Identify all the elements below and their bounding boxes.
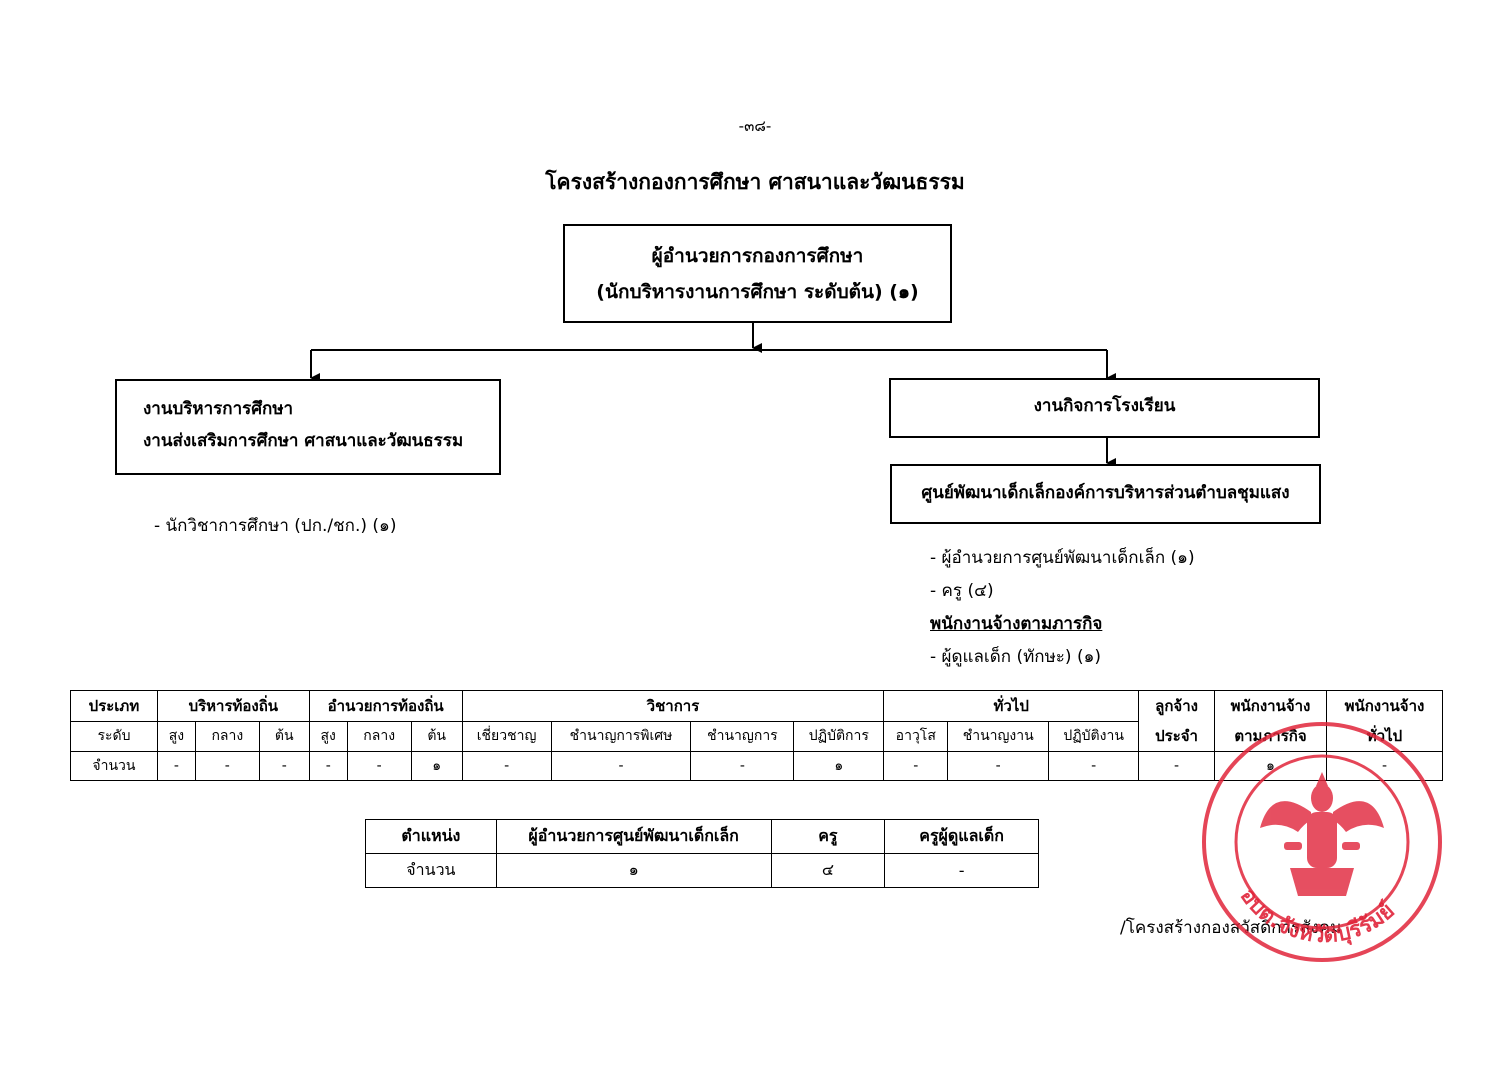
header-general-emp-line2: ทั่วไป (1366, 727, 1403, 745)
count-cell: - (1048, 751, 1140, 781)
header-academic: วิชาการ (461, 690, 885, 722)
level-cell: ต้น (258, 720, 310, 752)
director-position: (นักบริหารงานการศึกษา ระดับต้น) (๑) (596, 281, 919, 303)
right-position-item: - ผู้อำนวยการศูนย์พัฒนาเด็กเล็ก (๑) (930, 548, 1195, 568)
level-cell: เชี่ยวชาญ (461, 720, 552, 752)
count-cell: - (258, 751, 310, 781)
level-cell: ชำนาญงาน (947, 720, 1050, 752)
count-cell: - (884, 853, 1039, 888)
header-teacher: ครู (770, 819, 886, 854)
count-cell: - (461, 751, 552, 781)
count-cell: ๑ (410, 751, 463, 781)
level-cell: ต้น (410, 720, 463, 752)
header-center-director: ผู้อำนวยการศูนย์พัฒนาเด็กเล็ก (495, 819, 772, 854)
mission-staff-item: - ผู้ดูแลเด็ก (ทักษะ) (๑) (930, 647, 1102, 667)
admin-unit-line1: งานบริหารการศึกษา (143, 399, 294, 419)
count-cell: จำนวน (70, 751, 158, 781)
count-label-cell: จำนวน (365, 853, 497, 888)
left-position-item: - นักวิชาการศึกษา (ปก./ชก.) (๑) (154, 516, 397, 536)
next-page-reference: /โครงสร้างกองสวัสดิการสังคม (1120, 918, 1342, 938)
level-cell: กลาง (194, 720, 260, 752)
header-general-emp-line1: พนักงานจ้าง (1344, 697, 1425, 715)
count-cell: ๑ (793, 751, 885, 781)
header-permanent-line1: ลูกจ้าง (1155, 697, 1198, 715)
level-cell: ชำนาญการพิเศษ (550, 720, 692, 752)
level-cell: ปฏิบัติงาน (1048, 720, 1140, 752)
count-cell: - (308, 751, 348, 781)
header-position: ตำแหน่ง (365, 819, 497, 854)
official-seal-stamp: อบต.จังหวัดบุรีรัมย์ (1202, 722, 1442, 962)
level-cell: ปฏิบัติการ (793, 720, 885, 752)
header-local-director: อำนวยการท้องถิ่น (308, 690, 463, 722)
count-cell: - (550, 751, 692, 781)
level-cell: สูง (156, 720, 196, 752)
header-type: ประเภท (70, 690, 158, 722)
director-title: ผู้อำนวยการกองการศึกษา (651, 245, 864, 267)
mission-staff-heading: พนักงานจ้างตามภารกิจ (930, 614, 1103, 634)
school-affairs-box: งานกิจการโรงเรียน (889, 378, 1320, 438)
position-level-table: ประเภท บริหารท้องถิ่น อำนวยการท้องถิ่น ว… (70, 690, 1444, 781)
level-cell: สูง (308, 720, 348, 752)
count-cell: - (156, 751, 196, 781)
level-cell: ชำนาญการ (690, 720, 795, 752)
child-center-staff-table: ตำแหน่ง ผู้อำนวยการศูนย์พัฒนาเด็กเล็ก คร… (365, 819, 1039, 888)
count-cell: - (690, 751, 795, 781)
count-cell: - (346, 751, 412, 781)
header-general: ทั่วไป (883, 690, 1140, 722)
level-cell: กลาง (346, 720, 412, 752)
level-cell: ระดับ (70, 720, 158, 752)
director-box: ผู้อำนวยการกองการศึกษา (นักบริหารงานการศ… (563, 224, 952, 323)
admin-unit-box: งานบริหารการศึกษา งานส่งเสริมการศึกษา ศา… (115, 379, 501, 475)
count-cell: ๑ (495, 853, 772, 888)
count-cell: - (883, 751, 949, 781)
header-caregiver-teacher: ครูผู้ดูแลเด็ก (884, 819, 1039, 854)
page-number: -๓๘- (738, 117, 772, 135)
count-cell: - (1138, 751, 1216, 781)
school-affairs-label: งานกิจการโรงเรียน (1033, 396, 1176, 416)
page-title: โครงสร้างกองการศึกษา ศาสนาและวัฒนธรรม (545, 170, 965, 194)
right-position-item: - ครู (๔) (930, 581, 994, 601)
count-cell: - (1325, 751, 1444, 781)
child-center-label: ศูนย์พัฒนาเด็กเล็กองค์การบริหารส่วนตำบลช… (921, 483, 1290, 503)
level-cell: อาวุโส (883, 720, 949, 752)
count-cell: ๔ (770, 853, 886, 888)
garuda-emblem-icon (1260, 772, 1384, 896)
header-permanent-line2: ประจำ (1155, 727, 1198, 745)
child-center-box: ศูนย์พัฒนาเด็กเล็กองค์การบริหารส่วนตำบลช… (890, 464, 1321, 524)
header-local-admin: บริหารท้องถิ่น (156, 690, 310, 722)
header-mission-line1: พนักงานจ้าง (1230, 697, 1311, 715)
count-cell: - (947, 751, 1050, 781)
admin-unit-line2: งานส่งเสริมการศึกษา ศาสนาและวัฒนธรรม (143, 431, 464, 451)
count-cell: - (194, 751, 260, 781)
header-permanent-employee: ลูกจ้าง ประจำ (1138, 690, 1216, 752)
